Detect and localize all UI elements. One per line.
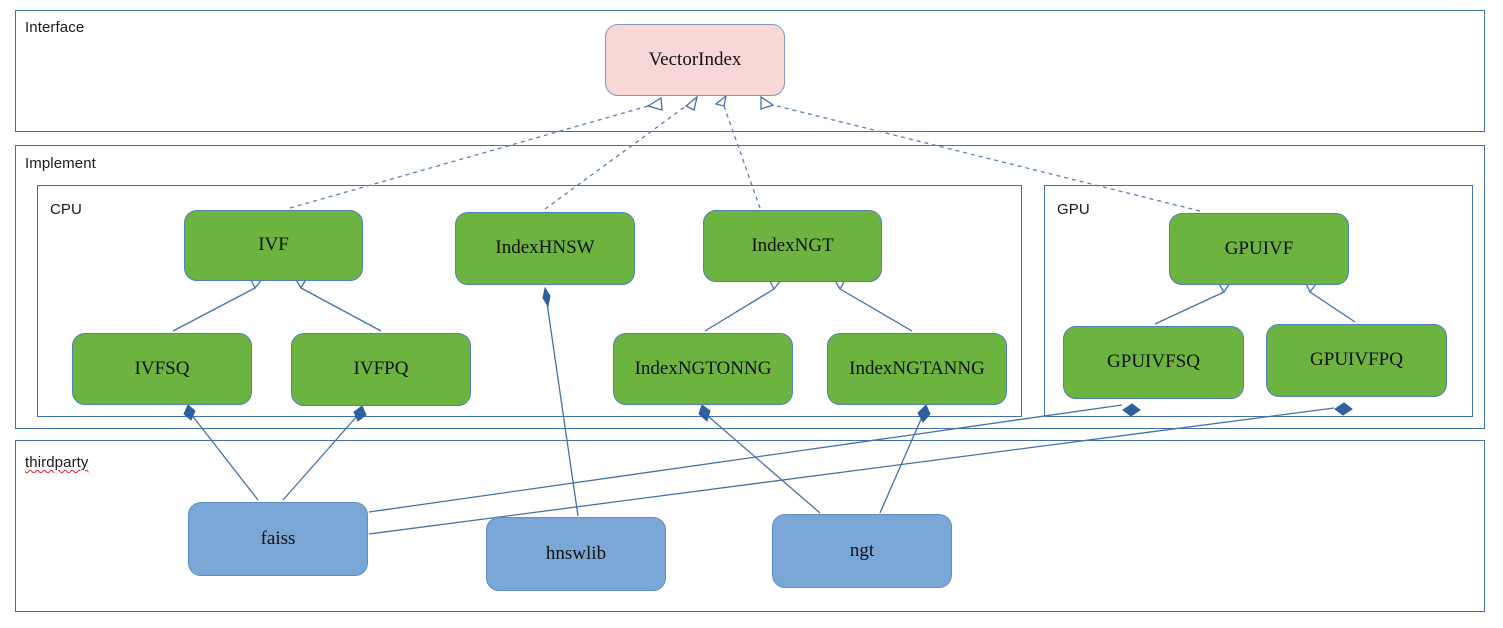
node-ivf[interactable]: IVF <box>184 210 363 281</box>
node-indexngtanng[interactable]: IndexNGTANNG <box>827 333 1007 405</box>
node-label: GPUIVF <box>1224 237 1294 259</box>
node-indexhnsw[interactable]: IndexHNSW <box>455 212 635 285</box>
node-label: IVFPQ <box>353 358 409 380</box>
node-label: faiss <box>260 527 296 549</box>
node-label: hnswlib <box>545 542 607 564</box>
node-label: IndexNGTANNG <box>849 357 985 379</box>
node-ivfpq[interactable]: IVFPQ <box>291 333 471 406</box>
node-label: IVF <box>258 234 289 256</box>
node-ngt[interactable]: ngt <box>772 514 952 588</box>
subgroup-label-gpu: GPU <box>1057 201 1090 218</box>
node-label: IndexHNSW <box>495 237 595 259</box>
node-gpuivfsq[interactable]: GPUIVFSQ <box>1063 326 1244 399</box>
node-label: IndexNGTONNG <box>634 357 772 379</box>
group-label-interface: Interface <box>25 19 85 36</box>
node-vectorindex[interactable]: VectorIndex <box>605 24 785 96</box>
node-label: ngt <box>849 539 875 561</box>
node-label: GPUIVFPQ <box>1310 349 1403 371</box>
node-indexngtonng[interactable]: IndexNGTONNG <box>613 333 793 405</box>
group-label-implement: Implement <box>25 155 96 172</box>
node-gpuivf[interactable]: GPUIVF <box>1169 213 1349 285</box>
subgroup-label-cpu: CPU <box>50 201 82 218</box>
group-label-thirdparty: thirdparty <box>25 454 89 471</box>
node-hnswlib[interactable]: hnswlib <box>486 517 666 591</box>
node-indexngt[interactable]: IndexNGT <box>703 210 882 282</box>
node-faiss[interactable]: faiss <box>188 502 368 576</box>
node-label: GPUIVFSQ <box>1107 351 1200 373</box>
node-label: IndexNGT <box>751 234 834 256</box>
node-label: IVFSQ <box>134 357 190 379</box>
node-label: VectorIndex <box>648 48 742 70</box>
node-ivfsq[interactable]: IVFSQ <box>72 333 252 405</box>
node-gpuivfpq[interactable]: GPUIVFPQ <box>1266 324 1447 397</box>
